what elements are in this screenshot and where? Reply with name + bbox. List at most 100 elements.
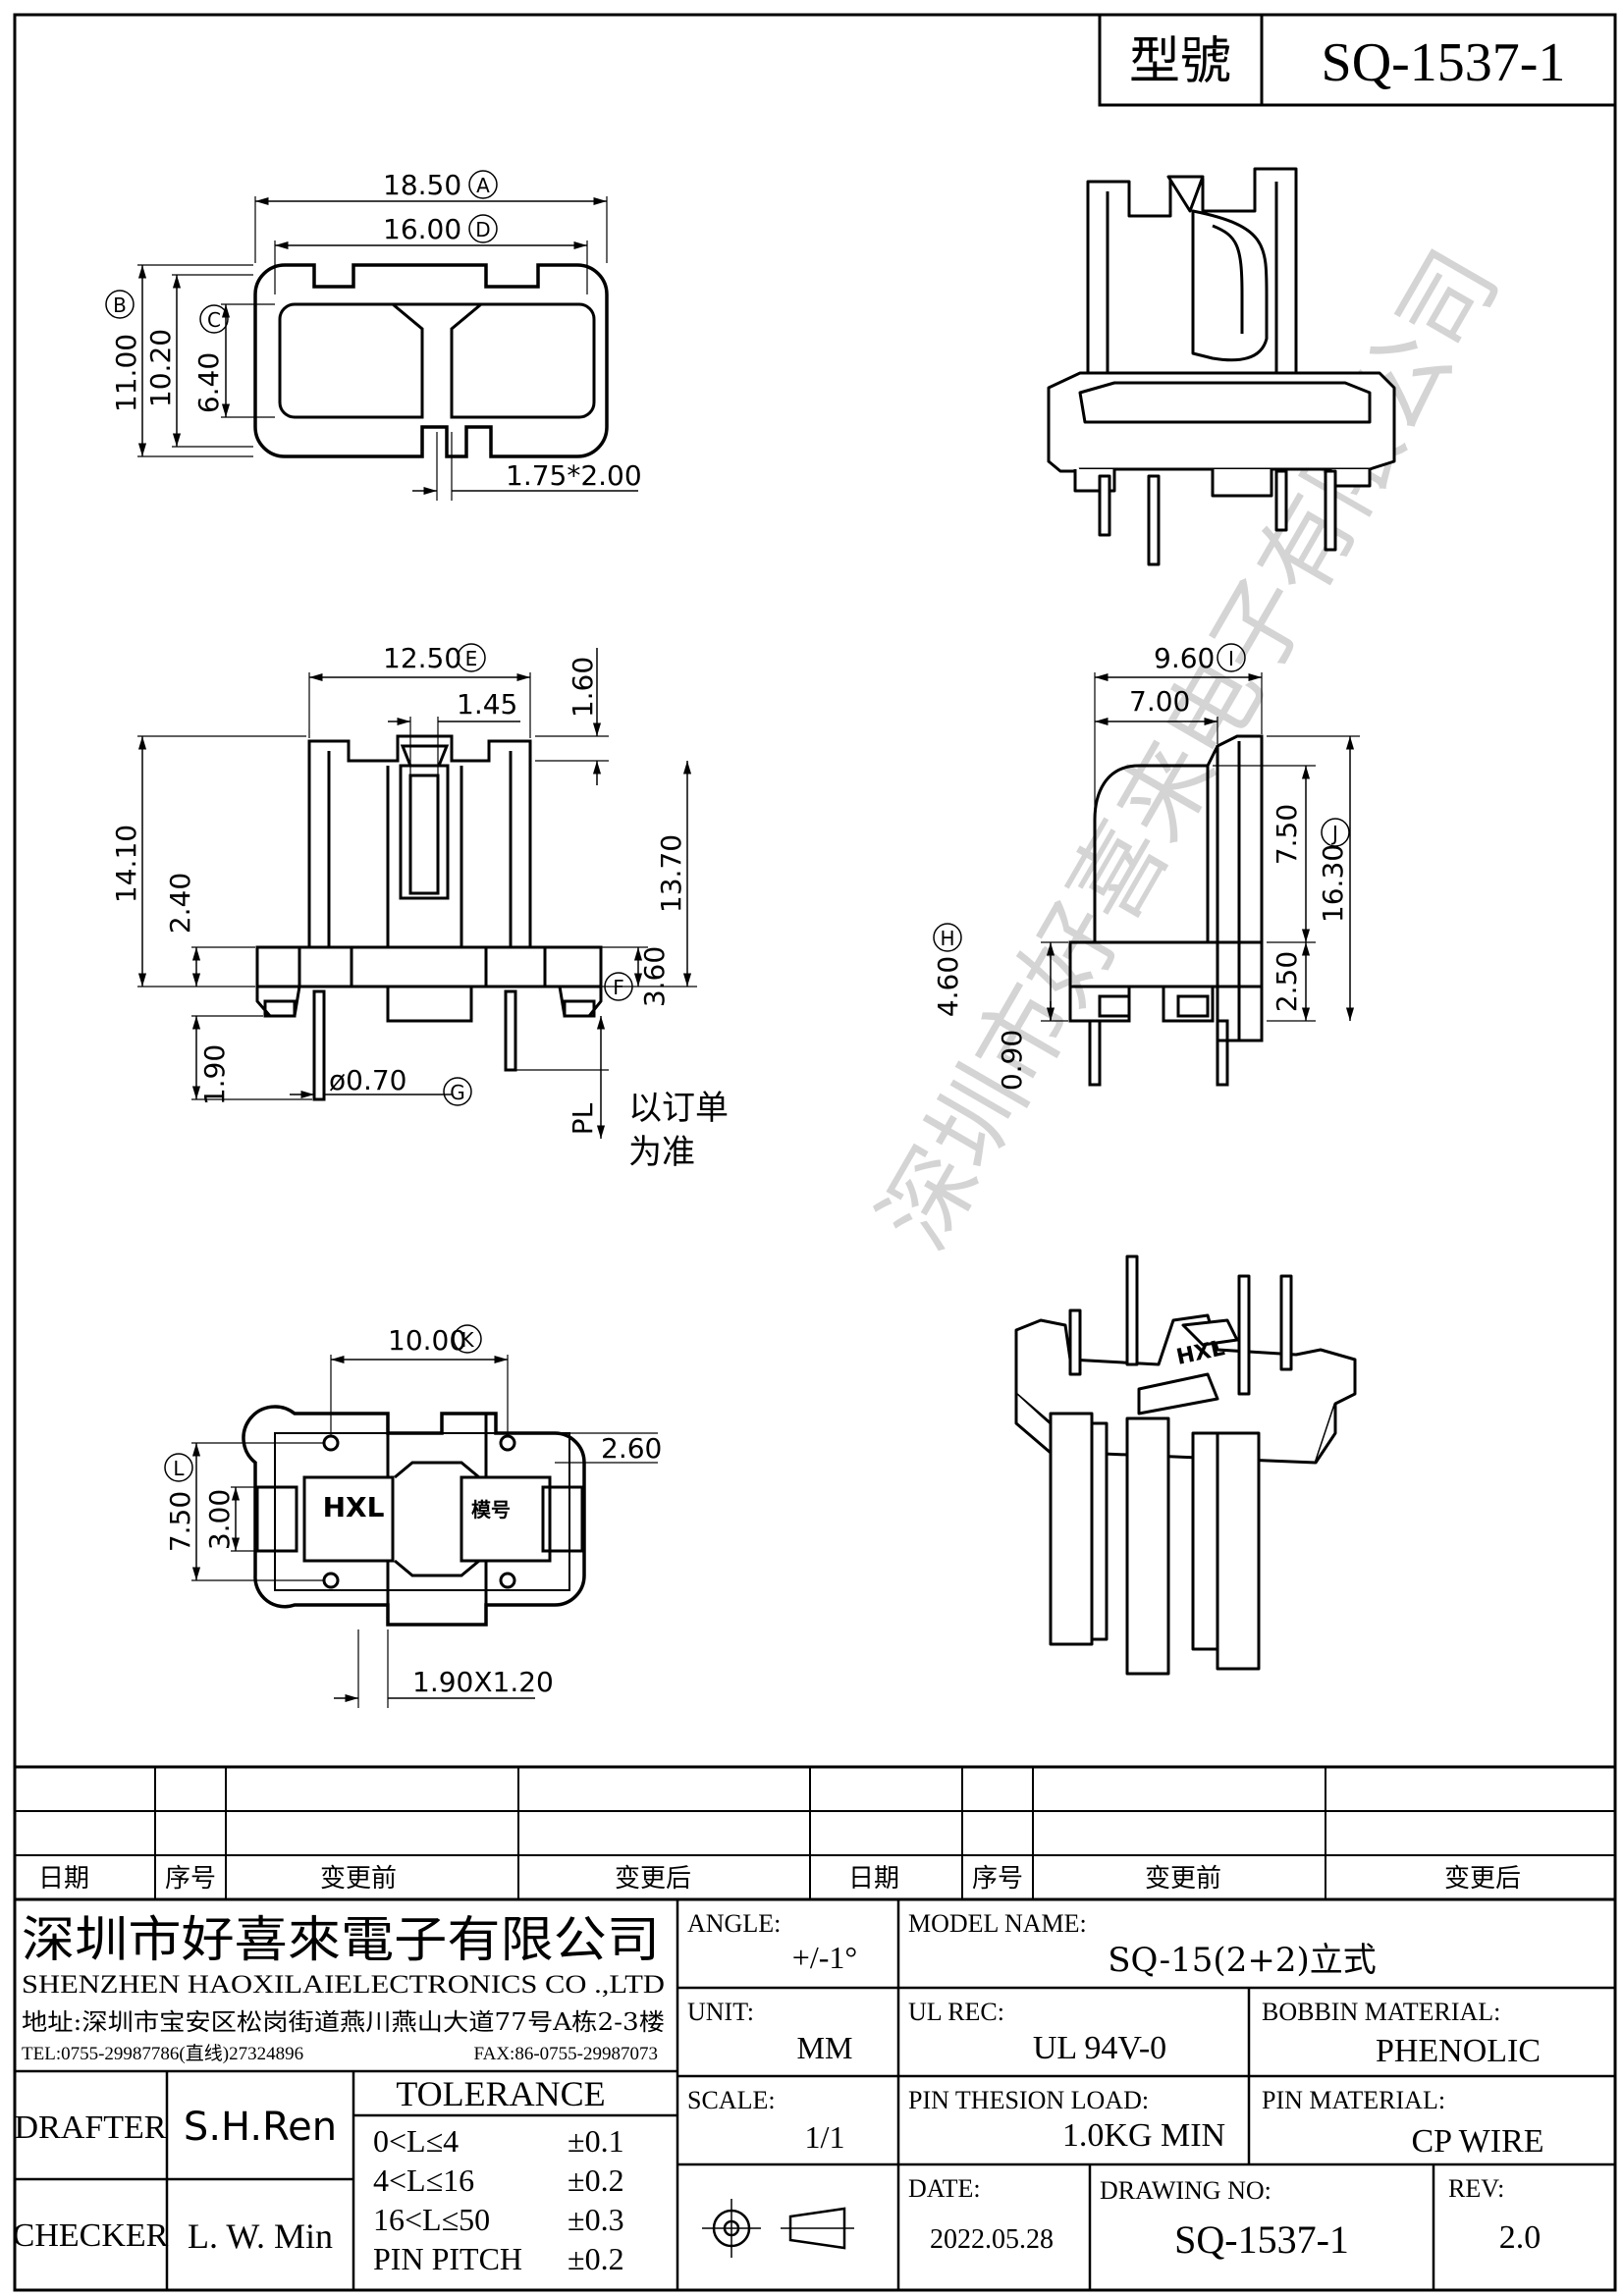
ul-label: UL REC: <box>908 1998 1004 2026</box>
top-view <box>137 196 638 501</box>
rev-h-seq-2: 序号 <box>972 1864 1023 1894</box>
tol-value-4: ±0.2 <box>568 2241 624 2276</box>
company-name-cn: 深圳市好喜來電子有限公司 <box>22 1911 660 1968</box>
model-name-value: SQ-15(2+2)立式 <box>1108 1941 1376 1980</box>
side-view <box>1041 672 1360 1087</box>
dim-i: 9.60 <box>1154 642 1215 674</box>
drafter-value: S.H.Ren <box>184 2105 337 2150</box>
revision-table <box>15 1765 1615 1901</box>
tag-j: J <box>1330 822 1338 845</box>
scale-value: 1/1 <box>805 2119 845 2155</box>
dim-d: 16.00 <box>383 213 461 245</box>
dim-c: 6.40 <box>192 352 225 413</box>
tol-value-3: ±0.3 <box>568 2202 624 2237</box>
date-value: 2022.05.28 <box>930 2224 1054 2255</box>
dim-260: 2.60 <box>601 1432 662 1465</box>
iso-view-bottom: HXL <box>1014 1255 1357 1676</box>
projection-symbol <box>702 2199 854 2258</box>
dim-j: 16.30 <box>1317 844 1349 923</box>
dim-pl: PL <box>567 1102 599 1135</box>
rev-h-date-1: 日期 <box>38 1864 89 1894</box>
unit-label: UNIT: <box>687 1998 754 2026</box>
company-name-en: SHENZHEN HAOXILAIELECTRONICS CO .,LTD <box>22 1970 665 1999</box>
tag-e: E <box>465 647 478 670</box>
company-tel: TEL:0755-29987786(直线)27324896 <box>22 2043 303 2064</box>
drafter-checker: DRAFTER S.H.Ren CHECKER L. W. Min <box>13 2105 337 2256</box>
pl-note-2: 为准 <box>628 1133 695 1172</box>
dim-b: 11.00 <box>110 334 142 412</box>
tol-value-1: ±0.1 <box>568 2123 624 2159</box>
tag-d: D <box>475 218 490 241</box>
dim-k: 10.00 <box>388 1324 466 1357</box>
rev-h-before-1: 变更前 <box>320 1864 397 1894</box>
revision-headers: 日期 序号 变更前 变更后 日期 序号 变更前 变更后 <box>38 1864 1521 1894</box>
dim-700: 7.00 <box>1129 685 1190 718</box>
company-info: 深圳市好喜來電子有限公司 SHENZHEN HAOXILAIELECTRONIC… <box>22 1911 665 2064</box>
tolerance-title: TOLERANCE <box>396 2074 605 2113</box>
dim-l: 7.50 <box>164 1491 196 1552</box>
bobbin-label: BOBBIN MATERIAL: <box>1262 1998 1500 2026</box>
title-fields: ANGLE: +/-1° MODEL NAME: SQ-15(2+2)立式 UN… <box>687 1909 1544 2262</box>
drawing-no-label: DRAWING NO: <box>1100 2176 1271 2205</box>
rev-value: 2.0 <box>1499 2219 1542 2256</box>
front-view-dims: 12.50 E 1.45 1.60 14.10 2.40 13.70 F 3.6… <box>110 642 729 1172</box>
rev-label: REV: <box>1448 2174 1504 2203</box>
checker-value: L. W. Min <box>188 2216 333 2256</box>
rev-h-after-2: 变更后 <box>1444 1864 1521 1894</box>
tolerance-block: TOLERANCE 0<L≤4 ±0.1 4<L≤16 ±0.2 16<L≤50… <box>373 2074 624 2276</box>
tag-g: G <box>450 1081 465 1104</box>
tol-range-1: 0<L≤4 <box>373 2123 459 2159</box>
side-view-dims: 9.60 I 7.00 7.50 16.30 J H 4.60 2.50 0.9… <box>932 642 1350 1091</box>
dim-f: 3.60 <box>638 946 671 1007</box>
unit-value: MM <box>797 2030 853 2065</box>
tol-value-2: ±0.2 <box>568 2163 624 2198</box>
rev-h-before-2: 变更前 <box>1145 1864 1221 1894</box>
bottom-view <box>191 1355 658 1708</box>
checker-label: CHECKER <box>13 2217 169 2254</box>
dim-h: 4.60 <box>932 956 964 1017</box>
dim-1370: 13.70 <box>655 834 687 913</box>
iso-view-top <box>1047 167 1396 566</box>
model-box: 型號 SQ-1537-1 <box>1098 13 1617 107</box>
pin-load-label: PIN THESION LOAD: <box>908 2086 1149 2114</box>
tol-range-3: 16<L≤50 <box>373 2202 490 2237</box>
tag-a: A <box>476 174 490 197</box>
title-block-grid <box>15 1899 1615 2290</box>
dim-a: 18.50 <box>383 169 461 201</box>
model-name-label: MODEL NAME: <box>908 1909 1087 1938</box>
tag-k: K <box>460 1328 474 1352</box>
bottom-view-dims: 10.00 K L 7.50 3.00 2.60 1.90X1.20 HXL 模… <box>164 1324 662 1698</box>
dim-e: 12.50 <box>383 642 461 674</box>
dim-slot: 1.75*2.00 <box>506 459 642 492</box>
dim-190x120: 1.90X1.20 <box>412 1666 554 1698</box>
tol-range-2: 4<L≤16 <box>373 2163 474 2198</box>
dim-090: 0.90 <box>996 1030 1028 1091</box>
tag-h: H <box>940 927 954 950</box>
company-address: 地址:深圳市宝安区松岗街道燕川燕山大道77号A栋2-3楼 <box>22 2008 665 2036</box>
pin-mat-value: CP WIRE <box>1411 2123 1543 2160</box>
front-view <box>137 648 697 1139</box>
date-label: DATE: <box>908 2174 981 2203</box>
dim-250: 2.50 <box>1271 951 1303 1012</box>
angle-label: ANGLE: <box>687 1909 781 1938</box>
dim-160: 1.60 <box>567 657 599 718</box>
tag-f: F <box>613 976 624 999</box>
dim-300: 3.00 <box>203 1489 236 1550</box>
rev-h-date-2: 日期 <box>848 1864 899 1894</box>
scale-label: SCALE: <box>687 2086 776 2114</box>
company-fax: FAX:86-0755-29987073 <box>473 2044 658 2064</box>
angle-value: +/-1° <box>792 1940 857 1975</box>
tag-b: B <box>113 294 127 317</box>
tag-l: L <box>173 1457 185 1480</box>
bobbin-value: PHENOLIC <box>1376 2033 1541 2069</box>
model-mark: 模号 <box>471 1498 511 1522</box>
drawing-no-value: SQ-1537-1 <box>1174 2217 1349 2262</box>
drafter-label: DRAFTER <box>15 2109 167 2146</box>
dim-g: ø0.70 <box>329 1064 406 1096</box>
dim-750: 7.50 <box>1271 804 1303 865</box>
model-label: 型號 <box>1129 32 1231 91</box>
dim-240: 2.40 <box>164 873 196 934</box>
pin-mat-label: PIN MATERIAL: <box>1262 2086 1445 2114</box>
ul-value: UL 94V-0 <box>1033 2030 1166 2066</box>
